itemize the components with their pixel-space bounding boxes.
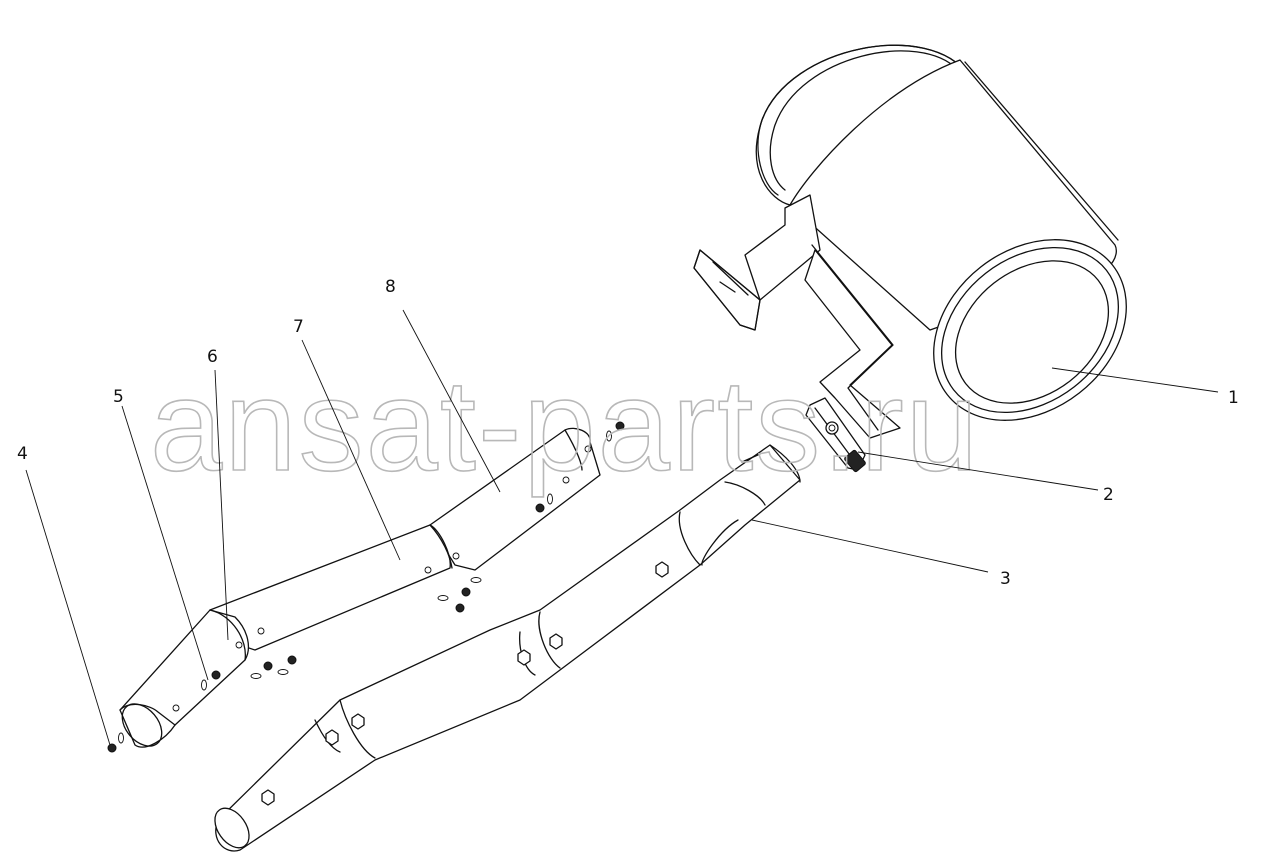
- callout-8: 8: [385, 277, 396, 297]
- callout-1: 1: [1228, 388, 1239, 408]
- clamp-part-2: [805, 397, 866, 473]
- callout-2: 2: [1103, 485, 1114, 505]
- heat-shield-part-7: [209, 524, 453, 651]
- callout-3: 3: [1000, 569, 1011, 589]
- callout-7: 7: [293, 317, 304, 337]
- callout-6: 6: [207, 347, 218, 367]
- callout-5: 5: [113, 387, 124, 407]
- bolts-washers: [107, 421, 625, 753]
- callout-4: 4: [17, 444, 28, 464]
- leader-lines: [25, 309, 1219, 746]
- bolt-part-4: [107, 743, 117, 753]
- heat-shield-part-5: [119, 703, 180, 748]
- watermark-text: ansat-parts.ru: [150, 352, 980, 498]
- exhaust-pipe-part-3: [214, 444, 801, 852]
- heat-shield-part-8: [429, 427, 601, 571]
- muffler-part-1: [693, 44, 1127, 439]
